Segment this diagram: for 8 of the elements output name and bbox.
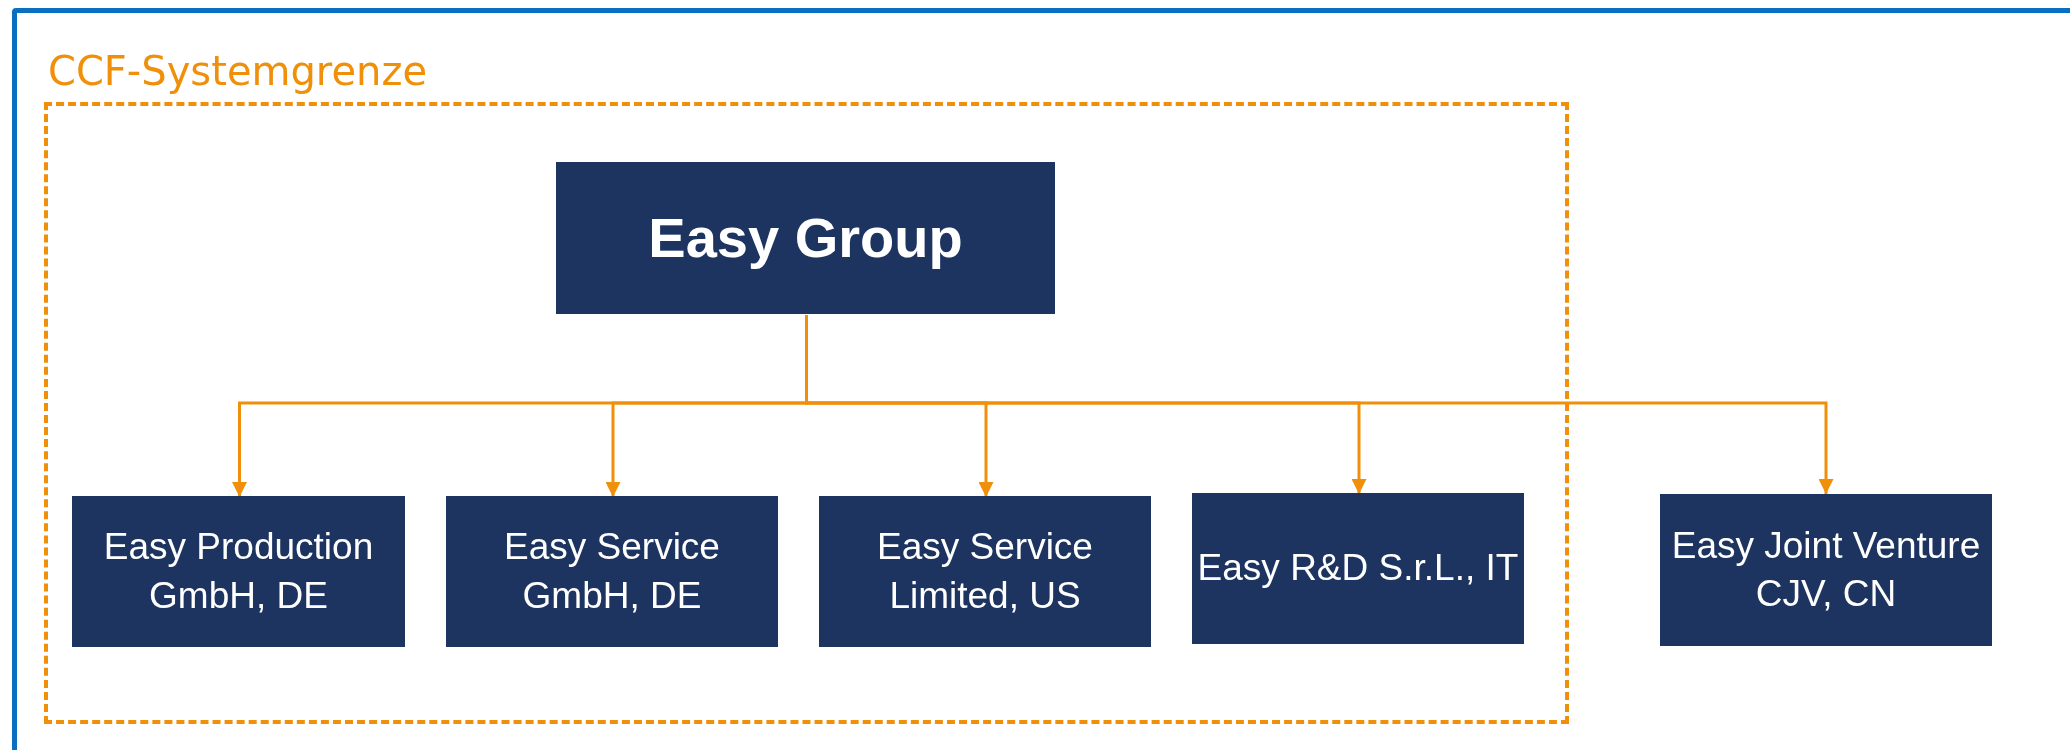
company-box: Easy Service Limited, US — [819, 496, 1151, 647]
company-box: Easy Service GmbH, DE — [446, 496, 778, 647]
company-box: Easy Group — [556, 162, 1055, 314]
company-box: Easy Joint Venture CJV, CN — [1660, 494, 1992, 646]
boundary-frame — [12, 8, 2070, 750]
boundary-title: CCF-Systemgrenze — [48, 48, 427, 94]
company-box: Easy R&D S.r.L., IT — [1192, 493, 1524, 644]
company-box: Easy Production GmbH, DE — [72, 496, 405, 647]
